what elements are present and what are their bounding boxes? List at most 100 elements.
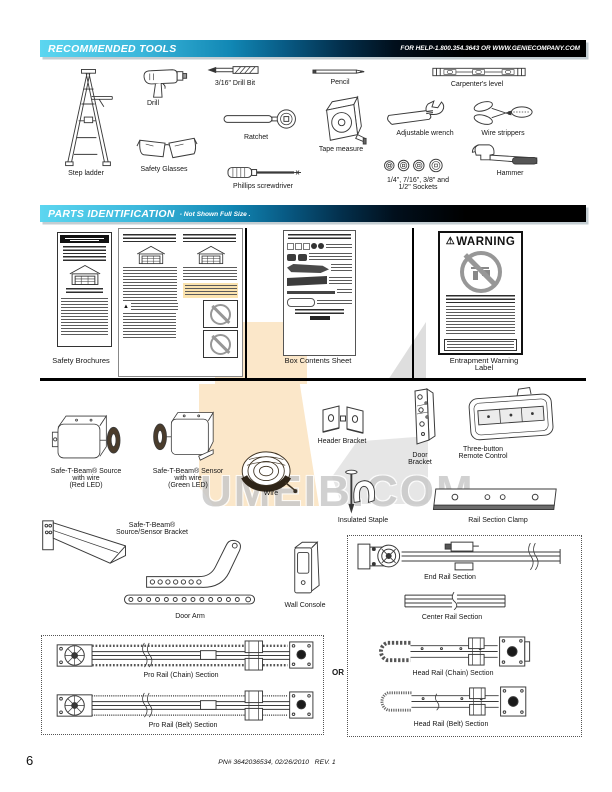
door-arm-curved-icon	[138, 534, 254, 596]
step-ladder-icon	[60, 66, 116, 170]
hammer-icon	[470, 143, 542, 171]
safety-brochures-label: Safety Brochures	[52, 356, 110, 365]
watermark-shape	[388, 322, 426, 380]
insulated-staple-label: Insulated Staple	[337, 517, 389, 524]
contents-row	[287, 276, 352, 286]
adjustable-wrench-icon	[384, 99, 455, 130]
head-rail-chain-icon	[358, 636, 554, 667]
no-walk-symbol	[203, 330, 238, 358]
rail-section-clamp-label: Rail Section Clamp	[468, 517, 528, 524]
sockets-icon	[381, 155, 449, 175]
parts-header-title: PARTS IDENTIFICATION	[48, 207, 175, 220]
pencil-icon	[312, 68, 366, 75]
tape-measure-icon	[320, 95, 367, 146]
parts-header-subtitle: - Not Shown Full Size .	[179, 211, 251, 218]
head-rail-belt-label: Head Rail (Belt) Section	[413, 721, 489, 728]
end-rail-section-icon	[356, 541, 572, 572]
end-rail-section-label: End Rail Section	[424, 574, 476, 581]
drill-icon	[138, 66, 188, 100]
warning-triangle-icon: ▲	[123, 304, 129, 310]
garage-icon	[196, 245, 225, 265]
header-bracket-icon	[320, 403, 366, 437]
box-contents-sheet-label: Box Contents Sheet	[284, 356, 352, 365]
warning-word: WARNING	[456, 236, 516, 248]
entrapment-warning-label-graphic: ⚠ WARNING	[438, 231, 523, 355]
header-bracket-label: Header Bracket	[317, 438, 367, 445]
column-divider	[245, 228, 247, 379]
recommended-tools-header: RECOMMENDED TOOLS FOR HELP-1.800.354.364…	[40, 40, 586, 57]
adjustable-wrench-label: Adjustable wrench	[396, 130, 454, 137]
wall-console-label: Wall Console	[284, 602, 326, 609]
parts-identification-header: PARTS IDENTIFICATION - Not Shown Full Si…	[40, 205, 586, 222]
head-rail-chain-label: Head Rail (Chain) Section	[412, 670, 494, 677]
column-divider	[412, 228, 414, 379]
contents-row	[287, 264, 352, 273]
tape-measure-label: Tape measure	[318, 146, 364, 153]
insulated-staple-icon	[340, 468, 376, 516]
highlighted-note	[183, 283, 238, 298]
phillips-screwdriver-label: Phillips screwdriver	[233, 183, 293, 190]
drill-label: Drill	[146, 100, 160, 107]
contents-row	[287, 243, 352, 250]
wire-strippers-label: Wire strippers	[481, 130, 525, 137]
carpenters-level-label: Carpenter's level	[450, 81, 504, 88]
stb-source-sensor-bracket-icon	[40, 517, 134, 569]
contents-row	[287, 253, 352, 261]
stb-bracket-label: Safe-T-Beam®Source/Sensor Bracket	[116, 522, 188, 537]
head-rail-belt-icon	[360, 686, 554, 717]
pro-rail-box	[41, 635, 324, 735]
step-ladder-label: Step ladder	[68, 170, 104, 177]
wire-strippers-icon	[472, 98, 534, 128]
door-arm-straight-icon	[123, 593, 258, 606]
or-label: OR	[332, 668, 344, 677]
phillips-screwdriver-icon	[227, 164, 302, 181]
safety-glasses-label: Safety Glasses	[140, 166, 188, 173]
ratchet-label: Ratchet	[243, 134, 269, 141]
safe-t-beam-source-icon	[50, 408, 124, 466]
pro-rail-chain-icon	[52, 640, 320, 671]
part-number-footer: PN# 3642036534, 02/26/2010 REV. 1	[218, 759, 336, 766]
carpenters-level-icon	[428, 66, 530, 78]
center-rail-section-label: Center Rail Section	[421, 614, 483, 621]
hammer-label: Hammer	[496, 170, 524, 177]
garage-icon	[136, 245, 165, 265]
drill-bit-label: 3/16" Drill Bit	[214, 80, 256, 87]
page-number: 6	[26, 753, 34, 768]
drill-bit-icon	[207, 65, 260, 75]
contents-row	[287, 289, 352, 295]
door-arm-label: Door Arm	[175, 613, 205, 620]
wire-coil-icon	[239, 450, 299, 494]
section-rule	[40, 378, 586, 381]
prohibition-symbol	[459, 251, 502, 293]
contents-row	[287, 298, 352, 307]
wall-console-icon	[291, 540, 321, 597]
safe-t-beam-sensor-icon	[152, 406, 218, 466]
ratchet-icon	[221, 107, 298, 130]
pencil-label: Pencil	[330, 79, 350, 86]
safety-glasses-icon	[136, 130, 198, 164]
no-ride-symbol	[203, 300, 238, 328]
label-footnote-box	[444, 338, 517, 351]
rail-section-clamp-icon	[432, 486, 560, 512]
safety-brochure-booklet	[57, 232, 112, 347]
pro-rail-belt-label: Pro Rail (Belt) Section	[148, 722, 218, 729]
safety-brochure-sheet: ▲	[118, 228, 243, 377]
center-rail-section-icon	[403, 591, 507, 611]
warning-triangle-icon: ⚠	[445, 236, 456, 247]
pro-rail-belt-icon	[52, 690, 320, 721]
door-bracket-icon	[408, 388, 436, 450]
pro-rail-chain-label: Pro Rail (Chain) Section	[143, 672, 219, 679]
garage-icon	[69, 264, 100, 285]
tools-header-title: RECOMMENDED TOOLS	[48, 42, 177, 55]
head-rail-box	[347, 535, 582, 737]
remote-control-icon	[466, 386, 556, 445]
help-line-text: FOR HELP-1.800.354.3643 OR WWW.GENIECOMP…	[400, 45, 580, 52]
box-contents-sheet	[283, 230, 356, 356]
